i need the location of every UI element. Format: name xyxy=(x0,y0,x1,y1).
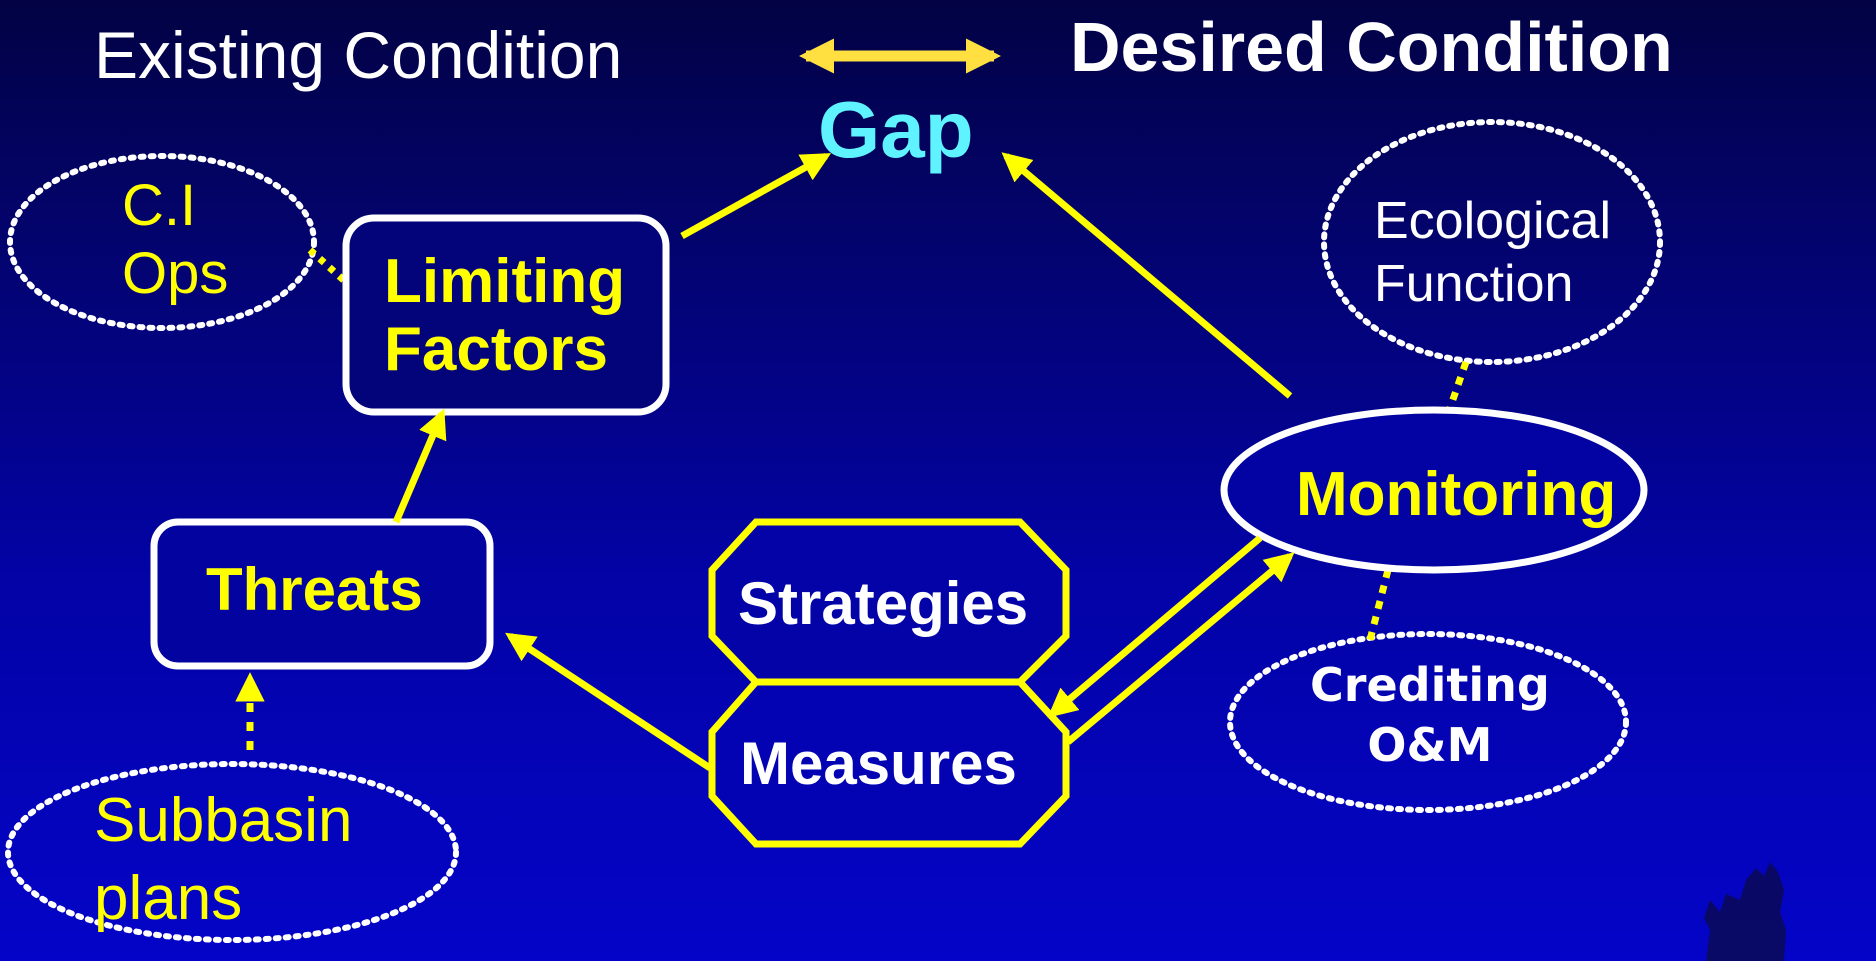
crediting-line: Crediting xyxy=(1310,658,1550,712)
eco-to-monitoring-dotted xyxy=(1446,360,1470,410)
ci-to-limiting-dotted xyxy=(307,247,351,287)
subbasin-line: Subbasin xyxy=(94,786,353,855)
factors-line: Factors xyxy=(384,315,608,385)
strategies-label: Strategies xyxy=(738,570,1029,637)
monitoring-to-crediting-dotted xyxy=(1366,569,1392,641)
threats-label: Threats xyxy=(206,556,423,623)
subbasin-plans-label: Subbasin plans xyxy=(94,782,353,937)
ops-line: Ops xyxy=(122,241,229,307)
cactus-silhouette-decoration xyxy=(1704,862,1786,961)
measures-label: Measures xyxy=(740,730,1017,797)
ecological-line: Ecological xyxy=(1374,192,1612,250)
crediting-om-label: Crediting O&M xyxy=(1310,656,1550,776)
ecological-function-label: Ecological Function xyxy=(1374,190,1611,317)
limiting-line: Limiting xyxy=(384,247,626,316)
desired-condition-title: Desired Condition xyxy=(1070,8,1673,86)
limiting-factors-box xyxy=(342,214,670,416)
om-line: O&M xyxy=(1367,717,1493,772)
monitoring-label: Monitoring xyxy=(1296,460,1617,529)
plans-line: plans xyxy=(94,863,243,933)
existing-condition-title: Existing Condition xyxy=(94,18,623,92)
function-line: Function xyxy=(1374,255,1574,314)
ecological-function-ellipse xyxy=(1321,119,1663,365)
limiting-factors-label: Limiting Factors xyxy=(384,247,626,385)
measures-to-threats-arrow xyxy=(505,632,712,771)
ci-line: C.I xyxy=(122,173,197,238)
monitoring-ellipse xyxy=(1220,406,1648,574)
measures-octagon xyxy=(708,678,1070,848)
threats-to-limiting-arrow xyxy=(392,408,447,524)
monitoring-to-gap-arrow xyxy=(1001,152,1293,399)
monitoring-to-measures-arrow xyxy=(1047,535,1263,718)
subbasin-plans-ellipse xyxy=(5,761,459,943)
ci-ops-ellipse xyxy=(7,153,317,331)
measures-to-monitoring-arrow xyxy=(1065,552,1295,745)
crediting-ellipse xyxy=(1227,631,1629,813)
ci-ops-label: C.I Ops xyxy=(122,172,228,309)
gap-label: Gap xyxy=(818,85,974,174)
threats-box xyxy=(150,518,494,670)
limiting-to-gap-arrow xyxy=(680,152,832,240)
